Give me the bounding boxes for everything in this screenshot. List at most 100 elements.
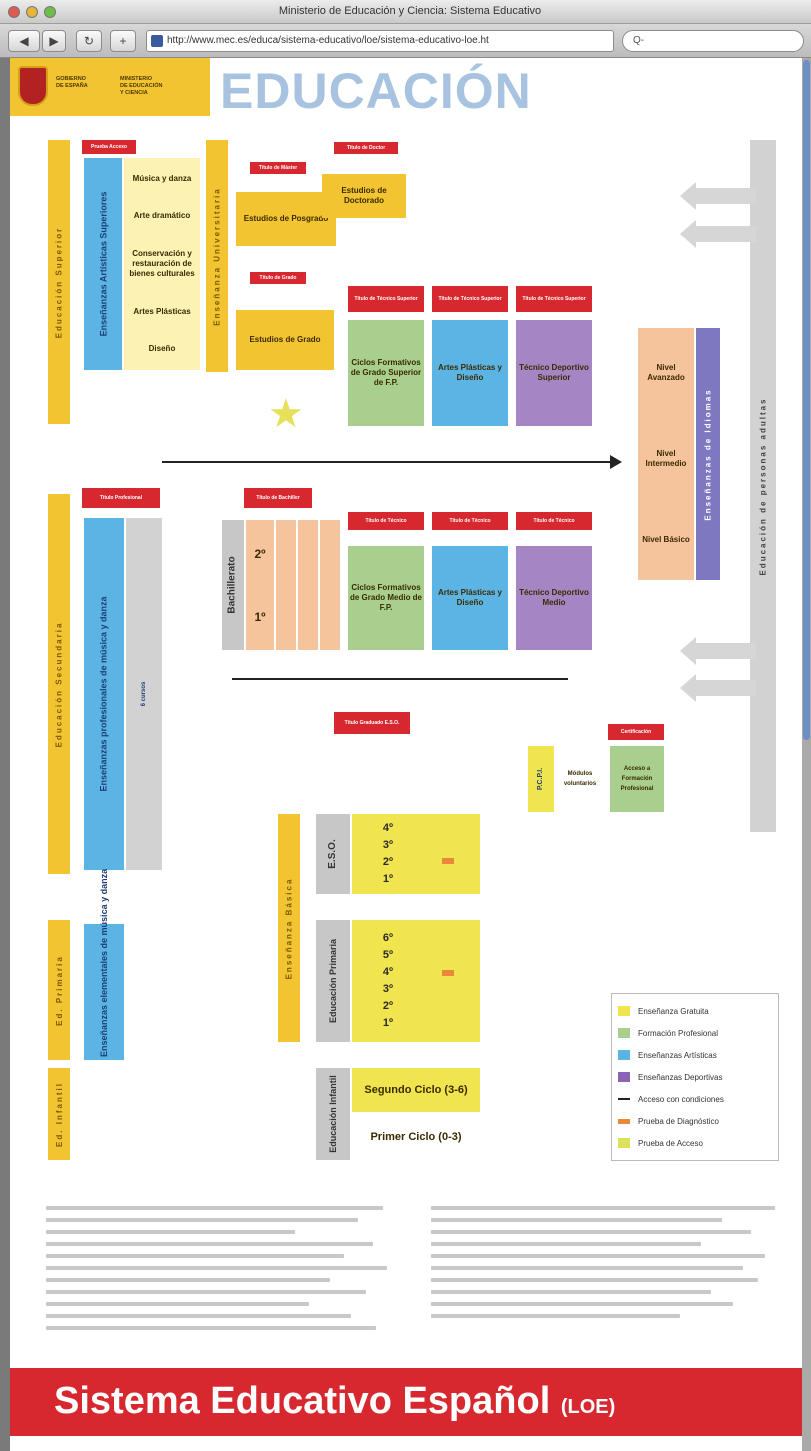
legend-item-1: Formación Profesional xyxy=(618,1022,772,1044)
eso-label-box: E.S.O. xyxy=(316,814,350,894)
bachillerato-years: 2º 1º xyxy=(246,520,274,650)
page-content: GOBIERNO DE ESPAÑA MINISTERIO DE EDUCACI… xyxy=(10,58,802,1451)
stage-basica: Enseñanza Básica xyxy=(278,814,300,1042)
eso-years-box: 4º 3º 2º 1º xyxy=(352,814,480,894)
logo-line2: DE ESPAÑA xyxy=(56,83,88,89)
add-bookmark-button[interactable]: + xyxy=(110,30,136,52)
titulo-tecnico-label-2: Título de Técnico xyxy=(432,512,508,530)
legend-item-5: Prueba de Diagnóstico xyxy=(618,1110,772,1132)
doctorado-box: Estudios de Doctorado xyxy=(322,174,406,218)
artisticas-superiores-label: Enseñanzas Artísticas Superiores xyxy=(98,191,109,337)
legend-swatch-4 xyxy=(618,1098,630,1100)
artisticas-list: Música y danza Arte dramático Conservaci… xyxy=(124,158,200,370)
pcpi-box: P.C.P.I. xyxy=(528,746,554,812)
titulo-graduado-eso-label: Título Graduado E.S.O. xyxy=(334,712,410,734)
footer-title: Sistema Educativo Español (LOE) xyxy=(54,1380,616,1422)
idiomas-level-intermedio: Nivel Intermedio xyxy=(645,449,687,468)
posgrado-box: Estudios de Posgrado xyxy=(236,192,336,246)
arrow-adultas-2 xyxy=(680,220,756,248)
footer-banner: Sistema Educativo Español (LOE) xyxy=(10,1368,802,1436)
prof-musica-box: Enseñanzas profesionales de música y dan… xyxy=(84,518,124,870)
prueba-acceso-star-icon: ★ xyxy=(268,392,304,436)
primaria-year-1: 1º xyxy=(382,1017,394,1029)
segundo-ciclo-box: Segundo Ciclo (3-6) xyxy=(352,1068,480,1112)
legend-item-0: Enseñanza Gratuita xyxy=(618,1000,772,1022)
titulo-tecnico-superior-label-3: Título de Técnico Superior xyxy=(516,286,592,312)
eso-year-3: 3º xyxy=(382,839,394,851)
diagnostico-primaria-icon xyxy=(442,970,454,976)
diagnostico-eso-icon xyxy=(442,858,454,864)
legend-swatch-1 xyxy=(618,1028,630,1038)
idiomas-level-avanzado: Nivel Avanzado xyxy=(647,363,685,382)
legend-swatch-0 xyxy=(618,1006,630,1016)
primaria-year-4: 4º xyxy=(382,966,394,978)
logo-ministry2: DE EDUCACIÓN xyxy=(120,83,163,89)
cf-superior-box: Ciclos Formativos de Grado Superior de F… xyxy=(348,320,424,426)
titulo-grado-label: Título de Grado xyxy=(250,272,306,284)
titulo-bachiller-label: Título de Bachiller xyxy=(244,488,312,508)
stage-personas-adultas: Educación de personas adultas xyxy=(750,140,776,832)
legend-item-4: Acceso con condiciones xyxy=(618,1088,772,1110)
logo-ministry1: MINISTERIO xyxy=(120,76,153,82)
bach-modalidad-2 xyxy=(298,520,318,650)
connector-line-upper xyxy=(162,461,612,463)
titulo-tecnico-label-3: Título de Técnico xyxy=(516,512,592,530)
zoom-window-button[interactable] xyxy=(44,6,56,18)
minimize-window-button[interactable] xyxy=(26,6,38,18)
search-field[interactable]: Q- xyxy=(622,30,804,52)
page-title: EDUCACIÓN xyxy=(220,63,532,119)
logo-line1: GOBIERNO xyxy=(56,76,86,82)
artisticas-item-2: Conservación y restauración de bienes cu… xyxy=(129,248,195,278)
certificacion-label: Certificación xyxy=(608,724,664,740)
browser-toolbar: ◀ ▶ ↻ + http://www.mec.es/educa/sistema-… xyxy=(0,24,811,58)
bach-year-1: 1º xyxy=(254,609,266,624)
forward-button[interactable]: ▶ xyxy=(42,30,66,52)
acceso-fp-box: Acceso a Formación Profesional xyxy=(610,746,664,812)
window-titlebar: Ministerio de Educación y Ciencia: Siste… xyxy=(0,0,811,24)
scrollbar-thumb[interactable] xyxy=(803,60,810,740)
prof-musica-courses: 6 cursos xyxy=(126,518,162,870)
bach-modalidad-1 xyxy=(276,520,296,650)
stage-universitaria: Enseñanza Universitaria xyxy=(206,140,228,372)
eso-year-1: 1º xyxy=(382,873,394,885)
titulo-tecnico-superior-label-2: Título de Técnico Superior xyxy=(432,286,508,312)
back-button[interactable]: ◀ xyxy=(8,30,40,52)
artisticas-item-3: Artes Plásticas xyxy=(133,306,191,316)
address-bar[interactable]: http://www.mec.es/educa/sistema-educativ… xyxy=(146,30,614,52)
legend: Enseñanza Gratuita Formación Profesional… xyxy=(611,993,779,1161)
primaria-label-box: Educación Primaria xyxy=(316,920,350,1042)
arrow-adultas-1 xyxy=(680,182,756,210)
legend-swatch-6 xyxy=(618,1138,630,1148)
titulo-tecnico-superior-label-1: Título de Técnico Superior xyxy=(348,286,424,312)
modulos-box: Módulos voluntarios xyxy=(563,771,597,787)
primaria-years-box: 6º 5º 4º 3º 2º 1º xyxy=(352,920,480,1042)
stage-primaria: Ed. Primaria xyxy=(48,920,70,1060)
idiomas-levels-panel: Nivel Avanzado Nivel Intermedio Nivel Bá… xyxy=(638,328,694,580)
artisticas-superiores-box: Enseñanzas Artísticas Superiores xyxy=(84,158,122,370)
primaria-year-3: 3º xyxy=(382,983,394,995)
site-favicon-icon xyxy=(151,35,163,47)
close-window-button[interactable] xyxy=(8,6,20,18)
prueba-acceso-artisticas-label: Prueba Acceso xyxy=(82,140,136,154)
bach-year-2: 2º xyxy=(254,546,266,561)
titulo-master-label: Título de Máster xyxy=(250,162,306,174)
elementales-musica-box: Enseñanzas elementales de música y danza xyxy=(84,869,124,1060)
logo-ministry3: Y CIENCIA xyxy=(120,90,148,96)
titulo-doctor-label: Título de Doctor xyxy=(334,142,398,154)
legend-item-2: Enseñanzas Artísticas xyxy=(618,1044,772,1066)
eso-year-2: 2º xyxy=(382,856,394,868)
stage-infantil: Ed. Infantil xyxy=(48,1068,70,1160)
infantil-label-box: Educación Infantil xyxy=(316,1068,350,1160)
primer-ciclo-box: Primer Ciclo (0-3) xyxy=(370,1130,462,1143)
connector-line-lower xyxy=(232,678,568,680)
reload-button[interactable]: ↻ xyxy=(76,30,102,52)
artisticas-item-4: Diseño xyxy=(148,344,176,354)
government-logo[interactable]: GOBIERNO DE ESPAÑA MINISTERIO DE EDUCACI… xyxy=(10,58,210,116)
artes-superior-box: Artes Plásticas y Diseño xyxy=(432,320,508,426)
address-url: http://www.mec.es/educa/sistema-educativ… xyxy=(167,35,489,46)
scrollbar-track[interactable] xyxy=(802,58,811,1451)
legend-item-3: Enseñanzas Deportivas xyxy=(618,1066,772,1088)
coat-of-arms-icon xyxy=(18,66,48,106)
arrow-adultas-4 xyxy=(680,674,756,702)
legend-item-6: Prueba de Acceso xyxy=(618,1132,772,1154)
